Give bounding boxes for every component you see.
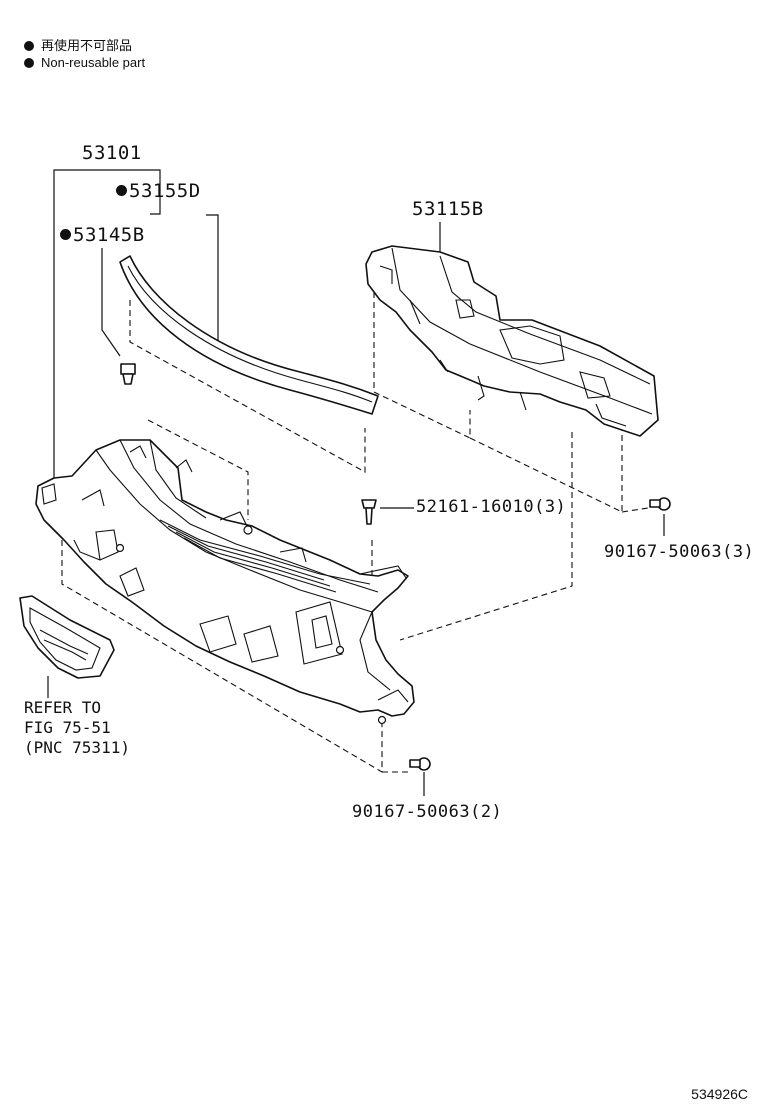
cover-53115b	[365, 245, 659, 437]
refer-line-1: REFER TO	[24, 698, 102, 717]
label-90167-50063-3[interactable]: 90167-50063(3)	[604, 542, 755, 562]
leader-53155d-up	[150, 180, 161, 215]
non-reusable-dot-icon	[116, 185, 127, 196]
refer-line-2: FIG 75-51	[24, 718, 111, 737]
leader-lines	[53, 169, 665, 796]
non-reusable-dot-icon	[24, 41, 34, 51]
leader-53101-to-53155d	[136, 169, 161, 180]
legend-jp-text: 再使用不可部品	[41, 38, 133, 53]
panel-53101	[35, 439, 415, 725]
weatherstrip-53155d	[119, 255, 379, 415]
clip-53145b	[120, 363, 136, 385]
label-53145b-text: 53145B	[73, 224, 145, 246]
legend-en-text: Non-reusable part	[41, 55, 146, 70]
label-53155d-text: 53155D	[129, 180, 201, 202]
label-90167-50063-2[interactable]: 90167-50063(2)	[352, 802, 503, 822]
diagram-code: 534926C	[691, 1086, 748, 1102]
refer-line-3: (PNC 75311)	[24, 738, 130, 757]
label-53115b[interactable]: 53115B	[412, 198, 484, 220]
label-53145b[interactable]: 53145B	[60, 224, 145, 246]
legend-jp: 再使用不可部品	[24, 38, 132, 54]
screw-90167-3	[649, 497, 671, 511]
label-53101[interactable]: 53101	[82, 142, 142, 164]
refer-note[interactable]: REFER TO FIG 75-51 (PNC 75311)	[24, 698, 130, 758]
label-52161-16010[interactable]: 52161-16010(3)	[416, 497, 567, 517]
screw-90167-2	[409, 757, 431, 771]
leader-53101	[53, 169, 136, 478]
leader-53145b	[101, 248, 121, 357]
legend-en: Non-reusable part	[24, 55, 145, 71]
clip-52161	[361, 499, 377, 525]
leader-53155d	[206, 214, 219, 350]
non-reusable-dot-icon	[60, 229, 71, 240]
non-reusable-dot-icon	[24, 58, 34, 68]
alignment-dashes	[61, 292, 649, 773]
label-53155d[interactable]: 53155D	[116, 180, 201, 202]
grille-emblem-ref	[19, 595, 115, 698]
